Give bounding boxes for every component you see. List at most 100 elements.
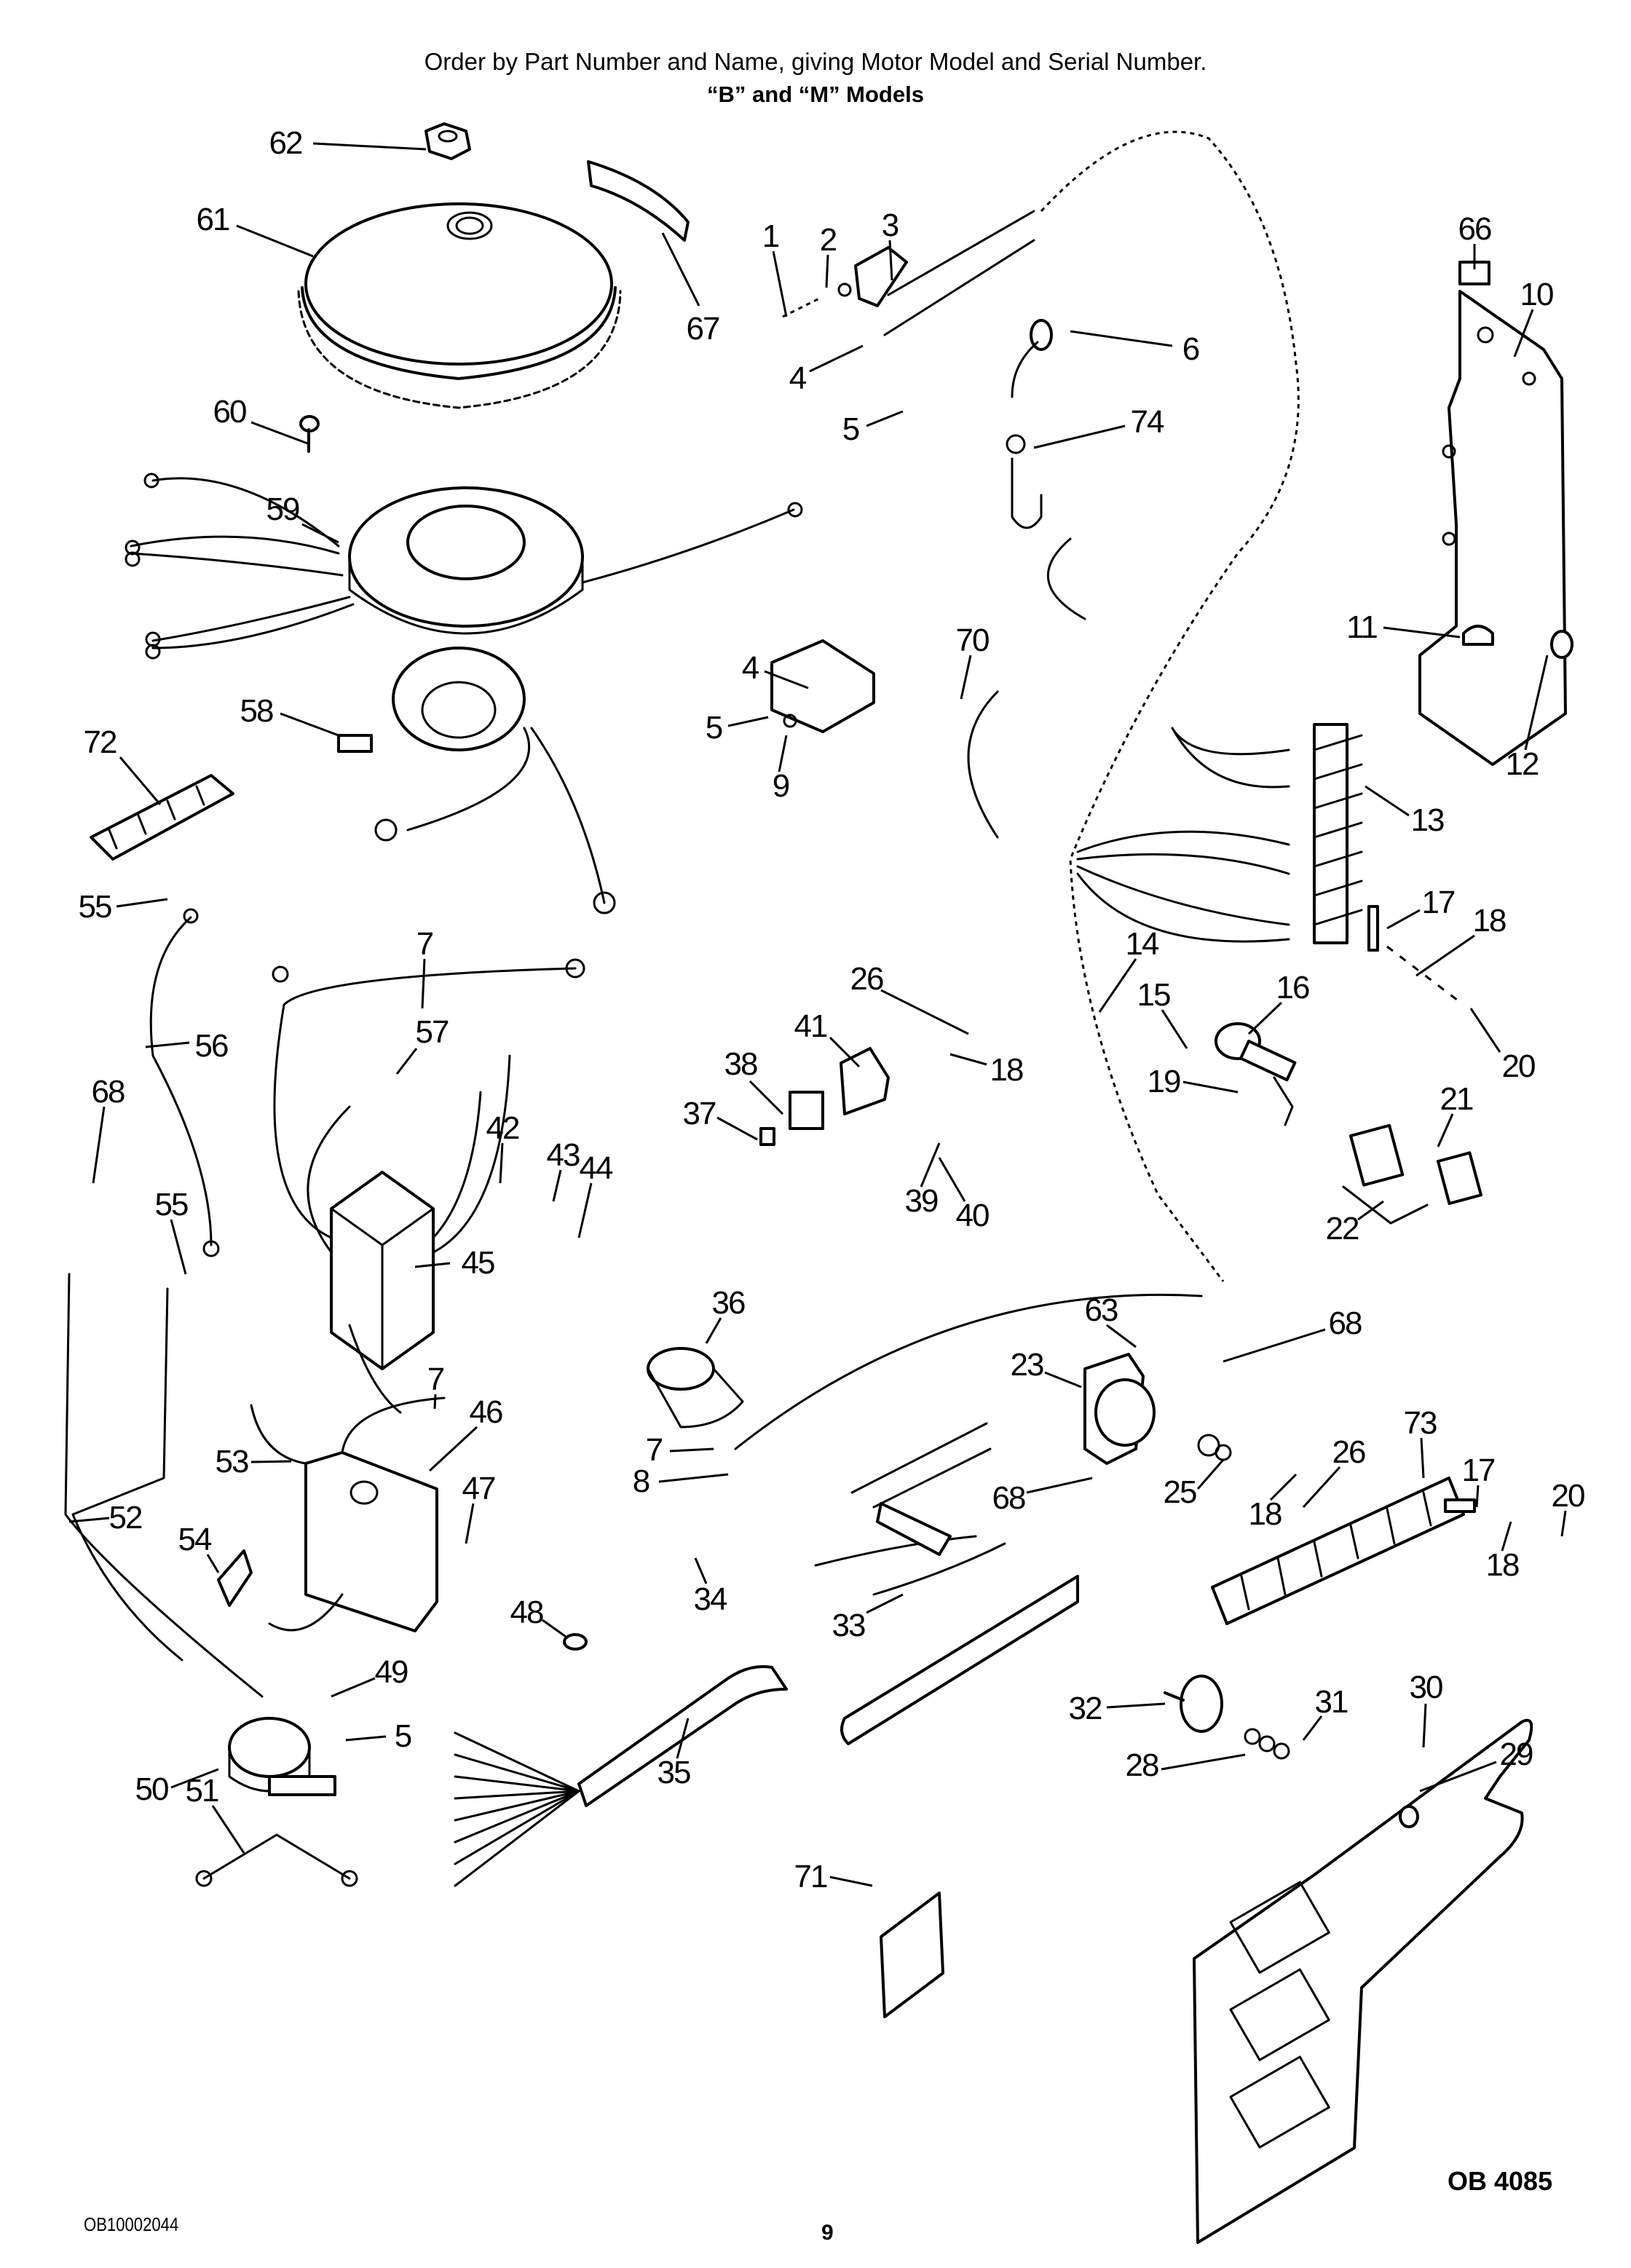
part-callout-4[interactable]: 4 — [789, 360, 807, 396]
part-callout-61[interactable]: 61 — [196, 202, 231, 237]
part-callout-17[interactable]: 17 — [1421, 885, 1456, 920]
terminal-block-part-73 — [1211, 1477, 1465, 1625]
part-callout-17[interactable]: 17 — [1461, 1453, 1496, 1488]
leader-line-58 — [280, 712, 339, 737]
part-callout-74[interactable]: 74 — [1130, 404, 1165, 440]
part-callout-51[interactable]: 51 — [185, 1773, 220, 1809]
part-callout-7[interactable]: 7 — [427, 1362, 446, 1397]
part-callout-32[interactable]: 32 — [1068, 1691, 1103, 1726]
part-callout-26[interactable]: 26 — [850, 961, 885, 997]
part-callout-18[interactable]: 18 — [1248, 1496, 1283, 1532]
part-callout-55[interactable]: 55 — [78, 889, 113, 925]
part-callout-18[interactable]: 18 — [1485, 1547, 1520, 1583]
part-callout-72[interactable]: 72 — [83, 724, 118, 760]
part-callout-54[interactable]: 54 — [178, 1522, 213, 1557]
part-callout-23[interactable]: 23 — [1010, 1347, 1045, 1383]
part-callout-39[interactable]: 39 — [904, 1183, 939, 1219]
part-callout-7[interactable]: 7 — [645, 1432, 664, 1468]
part-callout-68[interactable]: 68 — [992, 1480, 1027, 1516]
part-callout-10[interactable]: 10 — [1520, 277, 1555, 312]
part-callout-30[interactable]: 30 — [1409, 1670, 1444, 1705]
part-callout-18[interactable]: 18 — [990, 1052, 1024, 1088]
part-callout-28[interactable]: 28 — [1125, 1747, 1160, 1783]
leader-line-67 — [661, 232, 700, 307]
part-callout-26[interactable]: 26 — [1332, 1434, 1367, 1470]
part-callout-20[interactable]: 20 — [1551, 1478, 1586, 1514]
part-callout-9[interactable]: 9 — [772, 768, 791, 804]
part-callout-59[interactable]: 59 — [266, 491, 301, 527]
gasket-part-22 — [1342, 1123, 1482, 1225]
part-callout-37[interactable]: 37 — [682, 1096, 717, 1131]
leader-line-36 — [705, 1317, 722, 1344]
part-callout-70[interactable]: 70 — [955, 623, 990, 658]
part-callout-15[interactable]: 15 — [1137, 977, 1172, 1013]
part-callout-49[interactable]: 49 — [374, 1654, 409, 1690]
part-callout-1[interactable]: 1 — [762, 218, 781, 254]
ignition-module-part-46 — [250, 1396, 446, 1632]
part-callout-66[interactable]: 66 — [1458, 211, 1493, 247]
part-callout-68[interactable]: 68 — [1328, 1305, 1363, 1341]
part-callout-42[interactable]: 42 — [486, 1110, 521, 1146]
part-callout-58[interactable]: 58 — [240, 693, 275, 729]
part-callout-60[interactable]: 60 — [213, 394, 248, 430]
callout-leaders — [68, 142, 1567, 1887]
part-callout-40[interactable]: 40 — [955, 1198, 990, 1233]
part-callout-14[interactable]: 14 — [1125, 926, 1160, 962]
part-callout-29[interactable]: 29 — [1499, 1736, 1534, 1772]
part-callout-53[interactable]: 53 — [215, 1444, 250, 1479]
part-callout-6[interactable]: 6 — [1182, 331, 1201, 367]
part-callout-46[interactable]: 46 — [469, 1394, 504, 1430]
part-callout-8[interactable]: 8 — [632, 1463, 651, 1499]
part-callout-57[interactable]: 57 — [415, 1014, 450, 1050]
part-callout-25[interactable]: 25 — [1163, 1474, 1198, 1510]
part-callout-48[interactable]: 48 — [510, 1595, 545, 1630]
part-callout-43[interactable]: 43 — [546, 1137, 581, 1173]
leader-line-4 — [764, 670, 809, 690]
part-callout-45[interactable]: 45 — [461, 1245, 496, 1281]
part-callout-20[interactable]: 20 — [1501, 1048, 1536, 1084]
cable-clip-part-33 — [876, 1502, 952, 1556]
part-callout-63[interactable]: 63 — [1084, 1292, 1119, 1328]
leader-line-68 — [1223, 1328, 1326, 1363]
part-callout-11[interactable]: 11 — [1346, 609, 1378, 645]
part-callout-2[interactable]: 2 — [819, 222, 838, 258]
part-callout-47[interactable]: 47 — [462, 1471, 497, 1506]
leader-line-49 — [331, 1677, 376, 1698]
part-callout-22[interactable]: 22 — [1325, 1211, 1360, 1246]
part-callout-67[interactable]: 67 — [686, 311, 721, 347]
part-callout-71[interactable]: 71 — [794, 1859, 829, 1894]
leader-line-18 — [1501, 1521, 1512, 1552]
part-callout-73[interactable]: 73 — [1403, 1405, 1438, 1441]
hex-nut-part-62 — [424, 122, 471, 160]
part-callout-68[interactable]: 68 — [91, 1074, 126, 1110]
part-callout-52[interactable]: 52 — [108, 1500, 143, 1536]
part-callout-50[interactable]: 50 — [135, 1771, 170, 1807]
leader-line-30 — [1422, 1703, 1427, 1748]
part-callout-35[interactable]: 35 — [657, 1755, 692, 1790]
leader-line-72 — [119, 756, 162, 805]
part-callout-55[interactable]: 55 — [154, 1187, 189, 1222]
part-callout-12[interactable]: 12 — [1505, 746, 1540, 782]
part-callout-18[interactable]: 18 — [1472, 903, 1507, 939]
part-callout-5[interactable]: 5 — [705, 710, 724, 746]
part-callout-16[interactable]: 16 — [1276, 970, 1311, 1005]
part-callout-3[interactable]: 3 — [881, 208, 900, 243]
part-callout-56[interactable]: 56 — [194, 1028, 229, 1064]
mounting-plate-part-30 — [1193, 1718, 1533, 2244]
part-callout-33[interactable]: 33 — [832, 1608, 866, 1643]
part-callout-34[interactable]: 34 — [693, 1581, 728, 1617]
part-callout-21[interactable]: 21 — [1440, 1081, 1474, 1117]
part-callout-41[interactable]: 41 — [794, 1008, 829, 1044]
part-callout-5[interactable]: 5 — [842, 411, 861, 447]
part-callout-13[interactable]: 13 — [1410, 802, 1445, 838]
part-callout-5[interactable]: 5 — [394, 1718, 413, 1754]
part-callout-7[interactable]: 7 — [416, 926, 435, 962]
stop-button-part-6 — [1006, 319, 1053, 529]
part-callout-44[interactable]: 44 — [579, 1150, 614, 1186]
part-callout-19[interactable]: 19 — [1147, 1064, 1182, 1099]
part-callout-31[interactable]: 31 — [1314, 1684, 1349, 1720]
part-callout-36[interactable]: 36 — [711, 1285, 746, 1321]
part-callout-4[interactable]: 4 — [741, 650, 760, 686]
part-callout-38[interactable]: 38 — [724, 1046, 759, 1082]
part-callout-62[interactable]: 62 — [269, 125, 304, 161]
